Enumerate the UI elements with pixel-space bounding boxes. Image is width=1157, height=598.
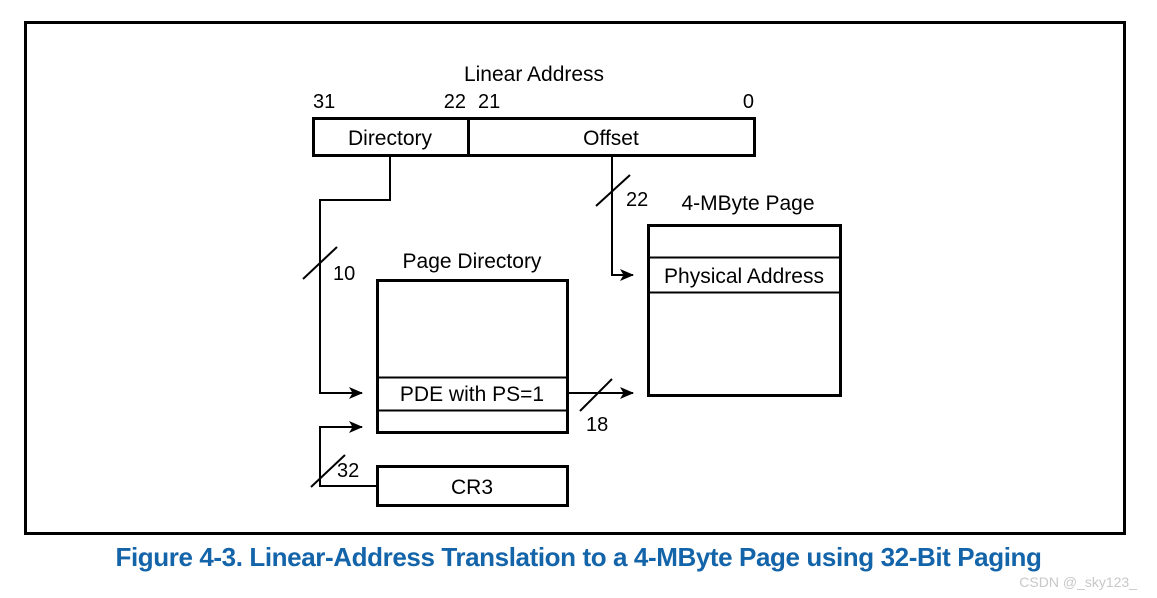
page-frame-box <box>647 224 842 397</box>
directory-index-width-tick <box>302 246 338 280</box>
cr3-base-width-label: 32 <box>337 460 359 482</box>
linear-address-field-offset: Offset <box>583 127 639 150</box>
cr3-label: CR3 <box>451 476 493 499</box>
bit-label-31: 31 <box>313 91 335 113</box>
cr3-base-width-tick <box>310 454 346 488</box>
cr3-to-page-directory-path <box>319 421 377 487</box>
directory-index-path <box>319 156 391 399</box>
pde-base-width-label: 18 <box>586 414 608 436</box>
page-directory-title: Page Directory <box>403 250 542 273</box>
page-directory-box <box>376 279 569 434</box>
pde-base-width-tick <box>579 378 613 412</box>
offset-width-label: 22 <box>626 189 648 211</box>
offset-width-tick <box>595 174 631 207</box>
linear-address-title: Linear Address <box>464 63 604 86</box>
page-frame-title: 4-MByte Page <box>681 192 814 215</box>
figure-frame <box>24 21 1126 535</box>
page-directory-entry-label: PDE with PS=1 <box>400 383 544 406</box>
bit-label-0: 0 <box>743 91 754 113</box>
watermark-text: CSDN @_sky123_ <box>1019 574 1137 590</box>
offset-path <box>611 156 634 281</box>
linear-address-bar <box>312 117 756 157</box>
bit-label-21: 21 <box>478 91 500 113</box>
linear-address-field-directory: Directory <box>348 127 433 150</box>
bit-label-22: 22 <box>444 91 466 113</box>
cr3-box <box>376 465 569 507</box>
figure-caption: Figure 4-3. Linear-Address Translation t… <box>115 542 1042 572</box>
directory-index-width-label: 10 <box>333 263 355 285</box>
page-frame-entry-label: Physical Address <box>664 265 824 288</box>
